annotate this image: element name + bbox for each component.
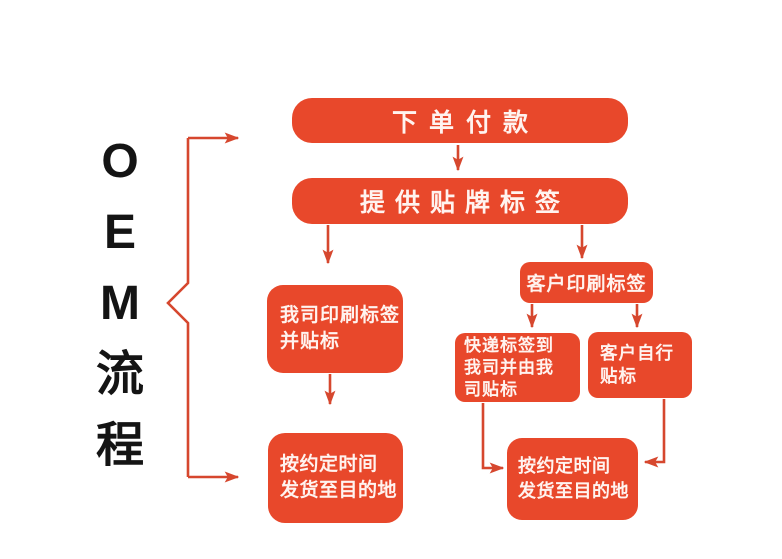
node-ship-right-line: 发货至目的地 xyxy=(518,481,629,501)
brace-line xyxy=(166,138,190,477)
node-order-payment-label: 下单付款 xyxy=(391,108,540,137)
title-letter: O xyxy=(101,135,139,188)
node-express-line: 我司并由我 xyxy=(464,357,554,377)
node-express-label-to-us: 快递标签到 我司并由我 司贴标 xyxy=(455,333,580,402)
page-title-vertical: O E M 流 程 xyxy=(87,126,153,481)
node-customer-self-line: 客户自行 xyxy=(600,343,674,363)
node-we-print-label-line: 并贴标 xyxy=(280,331,341,352)
node-provide-labels-label: 提供贴牌标签 xyxy=(359,189,570,217)
node-ship-left-line: 发货至目的地 xyxy=(280,480,398,501)
node-ship-on-schedule-right: 按约定时间 发货至目的地 xyxy=(507,438,638,520)
node-ship-left-line: 按约定时间 xyxy=(280,454,378,475)
node-express-line: 司贴标 xyxy=(464,379,518,399)
node-customer-self-line: 贴标 xyxy=(600,366,637,386)
title-letter: M xyxy=(100,277,140,330)
title-letter: 程 xyxy=(95,419,144,472)
node-provide-labels: 提供贴牌标签 xyxy=(292,178,628,224)
arrow-express-to-shipright xyxy=(481,403,505,474)
node-ship-on-schedule-left: 按约定时间 发货至目的地 xyxy=(268,433,403,523)
arrow-self-to-shipright xyxy=(643,399,666,468)
title-letter: 流 xyxy=(95,348,144,401)
node-we-print-label: 我司印刷标签 并贴标 xyxy=(267,285,403,373)
node-customer-print-label-text: 客户印刷标签 xyxy=(526,274,647,295)
node-customer-print-label: 客户印刷标签 xyxy=(520,262,653,303)
node-order-payment: 下单付款 xyxy=(292,98,628,143)
node-express-line: 快递标签到 xyxy=(464,335,554,355)
title-letter: E xyxy=(103,206,136,259)
node-we-print-label-line: 我司印刷标签 xyxy=(280,305,401,326)
node-customer-self-label: 客户自行 贴标 xyxy=(588,332,692,398)
node-ship-right-line: 按约定时间 xyxy=(518,456,611,476)
